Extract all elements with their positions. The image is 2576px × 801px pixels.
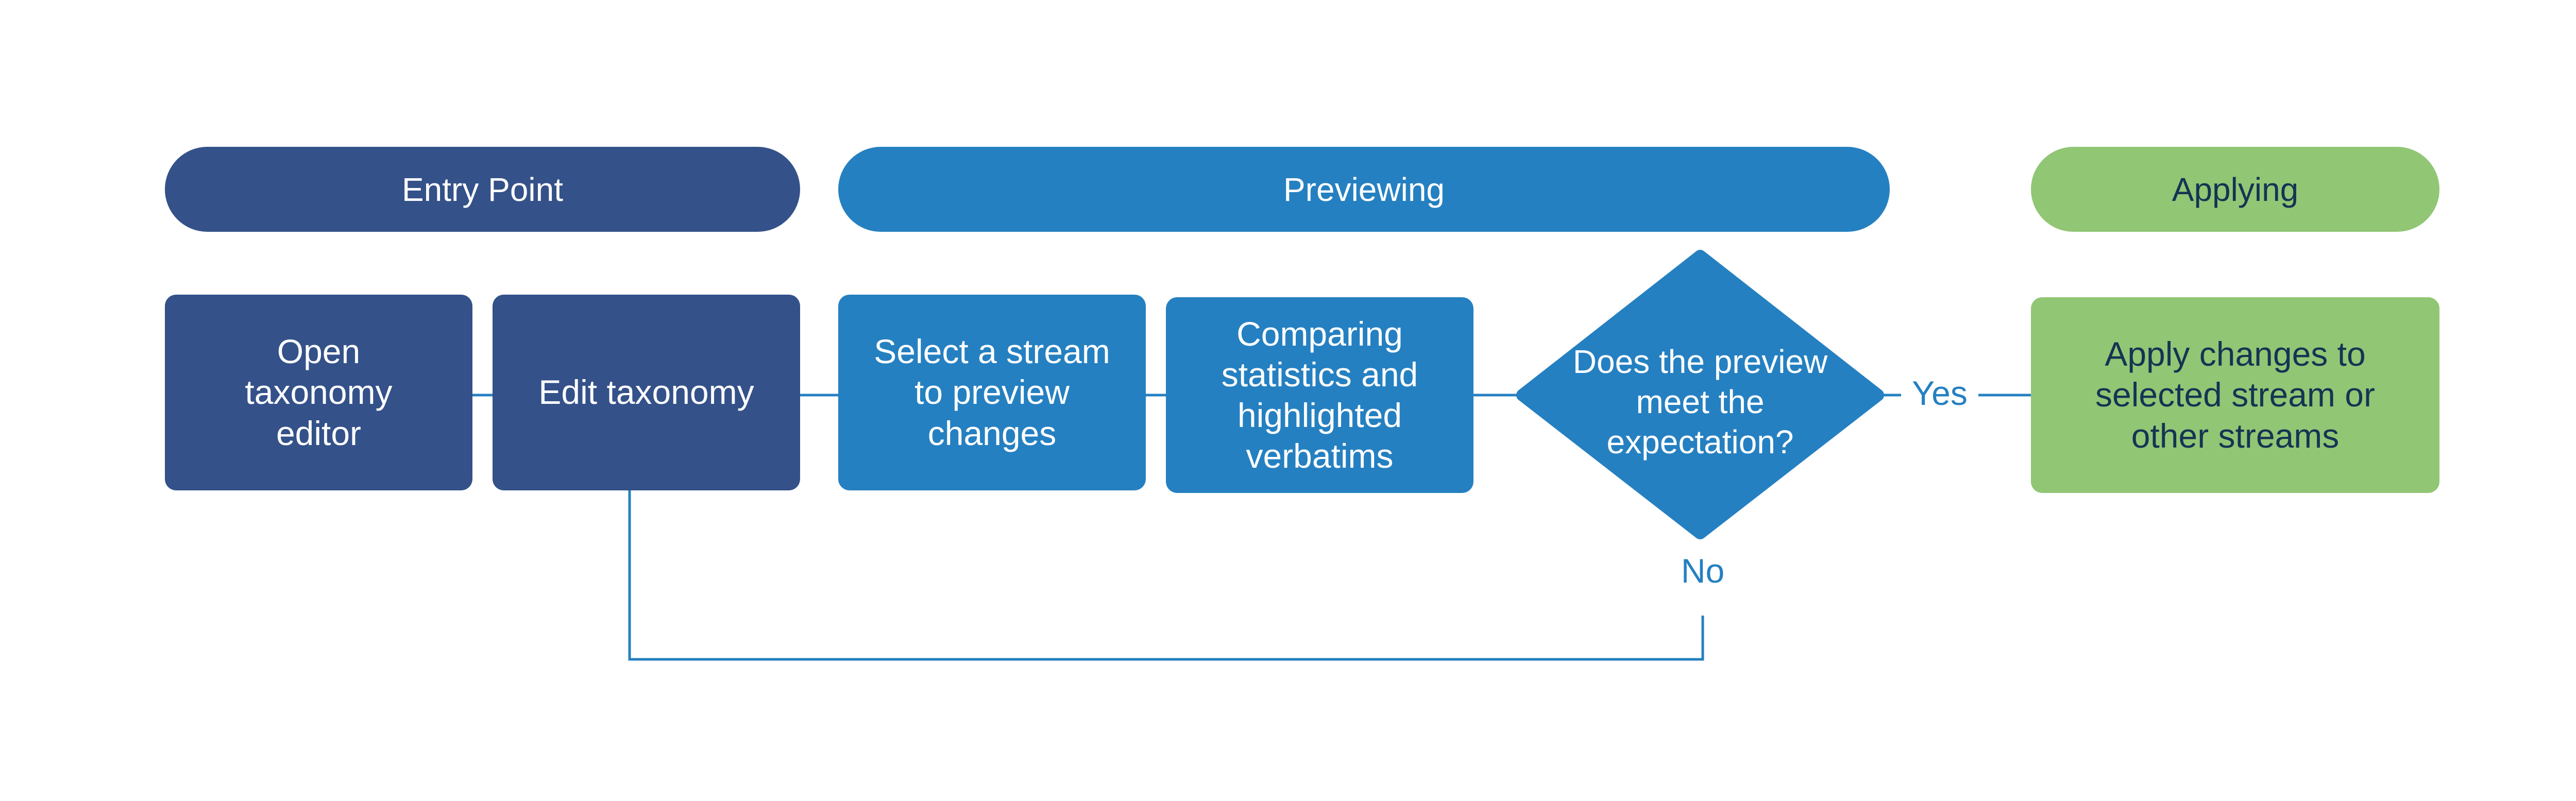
phase-applying-label: Applying xyxy=(2172,171,2299,208)
step-compare-statistics-label: Comparing statistics and highlighted ver… xyxy=(1221,314,1418,475)
step-open-taxonomy-editor: Open taxonomy editor xyxy=(165,295,472,490)
decision-diamond xyxy=(1516,250,1884,539)
step-compare-statistics: Comparing statistics and highlighted ver… xyxy=(1166,297,1473,493)
step-select-stream-label: Select a stream to preview changes xyxy=(874,332,1110,452)
phase-previewing-label: Previewing xyxy=(1283,171,1445,208)
step-edit-taxonomy-label: Edit taxonomy xyxy=(538,373,754,412)
phase-previewing: Previewing xyxy=(838,147,1890,232)
edge-label-no: No xyxy=(1669,554,1736,588)
step-apply-changes-label: Apply changes to selected stream or othe… xyxy=(2095,335,2375,455)
step-edit-taxonomy: Edit taxonomy xyxy=(493,295,800,490)
step-open-taxonomy-editor-label: Open taxonomy editor xyxy=(245,332,393,452)
phase-entry-point-label: Entry Point xyxy=(401,171,564,208)
phase-entry-point: Entry Point xyxy=(165,147,800,232)
decision-question: Does the preview meet the expectation? xyxy=(1535,330,1865,474)
phase-applying: Applying xyxy=(2031,147,2439,232)
connector-no-loop xyxy=(628,490,1704,661)
step-select-stream: Select a stream to preview changes xyxy=(838,295,1146,490)
decision-question-label: Does the preview meet the expectation? xyxy=(1572,343,1828,461)
edge-label-yes: Yes xyxy=(1901,376,1978,410)
step-apply-changes: Apply changes to selected stream or othe… xyxy=(2031,297,2439,493)
